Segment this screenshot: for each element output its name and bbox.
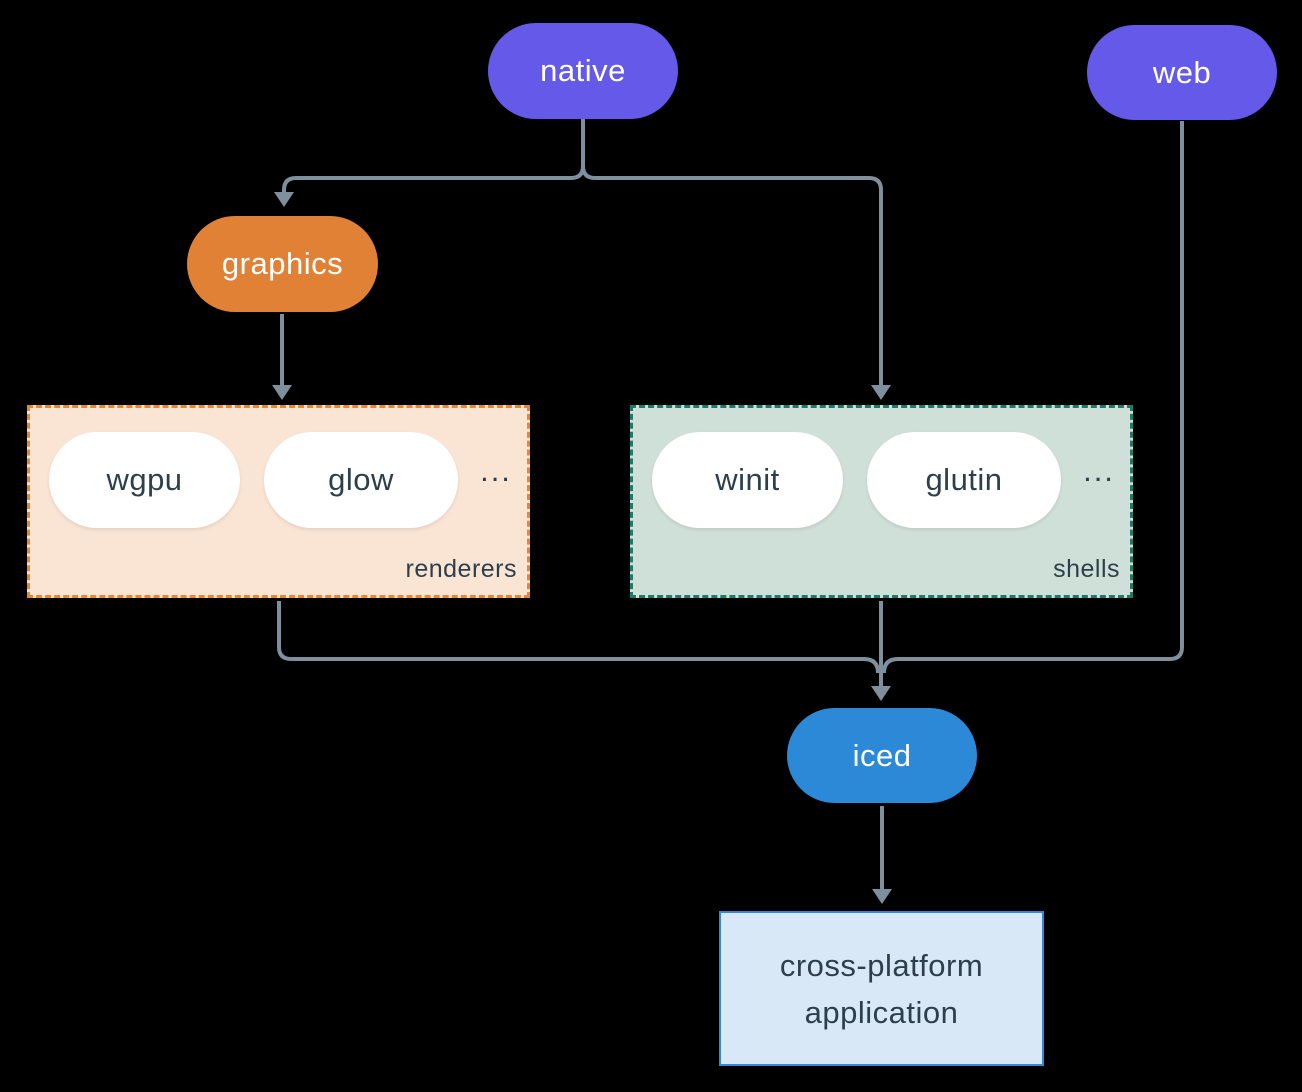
edge-native-shells xyxy=(581,119,883,385)
node-web: web xyxy=(1087,25,1277,120)
node-winit: winit xyxy=(652,432,843,528)
node-iced-label: iced xyxy=(852,737,912,773)
node-glow: glow xyxy=(264,432,458,528)
node-web-label: web xyxy=(1152,54,1212,90)
node-iced: iced xyxy=(787,708,977,803)
node-glow-label: glow xyxy=(328,462,394,497)
arrowhead-iced xyxy=(871,686,891,701)
arrowhead-shells xyxy=(871,385,891,400)
node-graphics: graphics xyxy=(187,216,378,312)
application-label-line1: cross-platform xyxy=(779,947,984,983)
shells-group-label: shells xyxy=(1053,555,1120,583)
group-shells: winit glutin ... shells xyxy=(630,405,1133,598)
arrowhead-graphics xyxy=(274,192,294,207)
arrowhead-application xyxy=(872,889,892,904)
node-glutin-label: glutin xyxy=(925,462,1003,497)
shells-ellipsis: ... xyxy=(1083,453,1115,488)
renderers-group-label: renderers xyxy=(405,555,517,583)
node-wgpu-label: wgpu xyxy=(106,462,183,497)
application-label-line2: application xyxy=(804,994,959,1030)
node-cross-platform-application: cross-platform application xyxy=(719,911,1044,1066)
node-wgpu: wgpu xyxy=(49,432,240,528)
node-native-label: native xyxy=(540,53,626,88)
edge-web-iced xyxy=(882,121,1184,674)
edge-renderers-iced xyxy=(277,601,880,674)
edge-native-graphics xyxy=(282,119,585,192)
renderers-ellipsis: ... xyxy=(480,453,512,488)
group-renderers: wgpu glow ... renderers xyxy=(27,405,530,598)
node-glutin: glutin xyxy=(867,432,1061,528)
arrowhead-renderers xyxy=(272,385,292,400)
node-graphics-label: graphics xyxy=(221,246,344,281)
node-native: native xyxy=(488,23,678,119)
node-winit-label: winit xyxy=(715,462,780,497)
